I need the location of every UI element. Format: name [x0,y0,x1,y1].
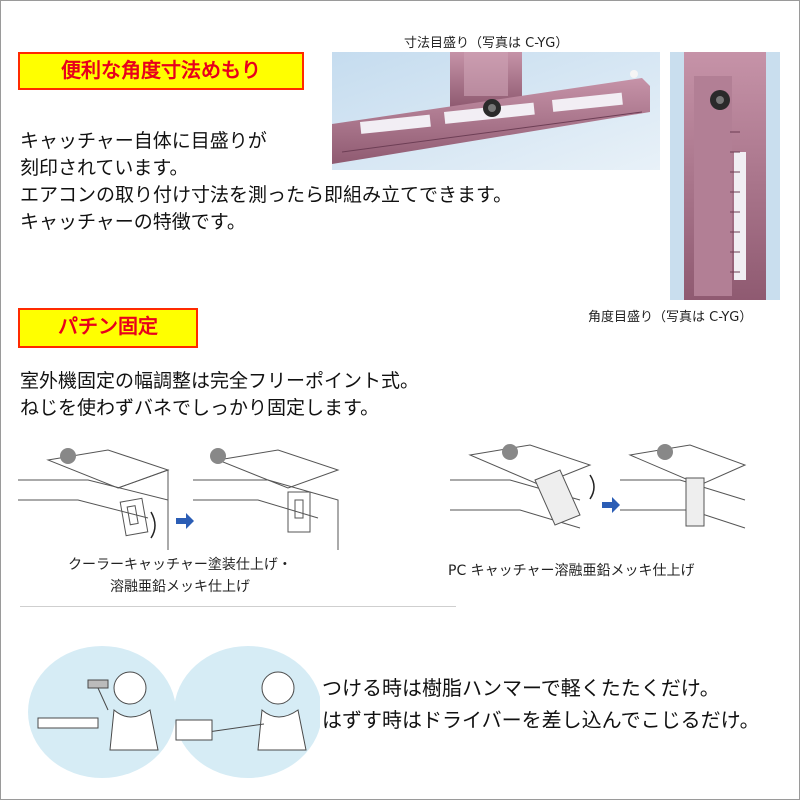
text-line: キャッチャー自体に目盛りが [20,130,267,152]
caption-cooler-catcher: クーラーキャッチャー塗装仕上げ・ 溶融亜鉛メッキ仕上げ [20,554,340,598]
caption-line: 溶融亜鉛メッキ仕上げ [110,579,250,595]
pc-catcher-diagram [450,444,747,529]
caption-line: クーラーキャッチャー塗装仕上げ・ [68,557,292,573]
text-line: キャッチャーの特徴です。 [20,211,246,233]
caption-pc-catcher: PC キャッチャー溶融亜鉛メッキ仕上げ [448,563,695,579]
hammer-screwdriver-illustration [28,646,320,778]
feature-snap-description: 室外機固定の幅調整は完全フリーポイント式。 ねじを使わずバネでしっかり固定します… [20,368,419,422]
divider [20,606,456,607]
text-line: つける時は樹脂ハンマーで軽くたたくだけ。 [322,676,720,700]
photo-caption-angle-scale: 角度目盛り（写真は C-YG） [588,310,753,325]
angle-scale-photo [670,52,780,300]
text-line: ねじを使わずバネでしっかり固定します。 [20,397,380,419]
text-line: 室外機固定の幅調整は完全フリーポイント式。 [20,370,420,392]
photo-caption-dimension-scale: 寸法目盛り（写真は C-YG） [404,36,569,51]
text-line: 刻印されています。 [20,157,189,179]
feature-tag-snap-fix: パチン固定 [18,308,198,348]
dimension-scale-photo [332,52,660,170]
feature-tag-scale: 便利な角度寸法めもり [18,52,304,90]
cooler-catcher-diagram [18,448,340,550]
text-line: エアコンの取り付け寸法を測ったら即組み立てできます。 [20,184,513,206]
feature-scale-description: キャッチャー自体に目盛りが 刻印されています。 エアコンの取り付け寸法を測ったら… [20,128,512,236]
text-line: はずす時はドライバーを差し込んでこじるだけ。 [322,708,760,732]
usage-description: つける時は樹脂ハンマーで軽くたたくだけ。 はずす時はドライバーを差し込んでこじる… [322,672,760,736]
